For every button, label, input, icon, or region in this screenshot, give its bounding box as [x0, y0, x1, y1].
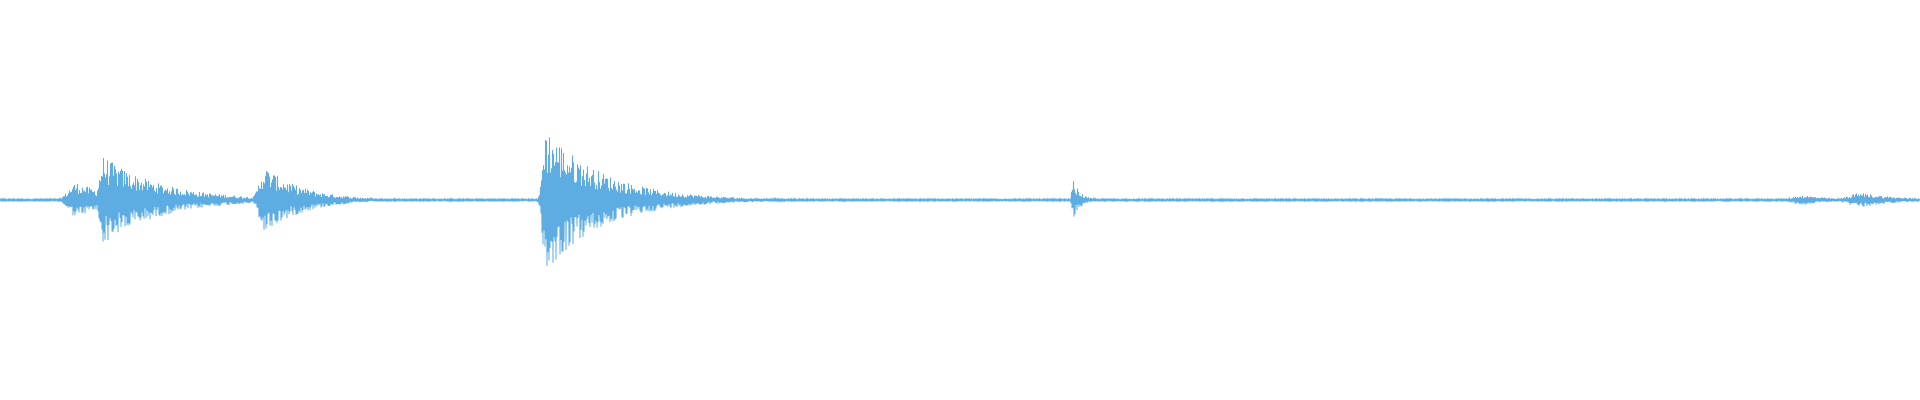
waveform-trace — [0, 137, 1920, 266]
